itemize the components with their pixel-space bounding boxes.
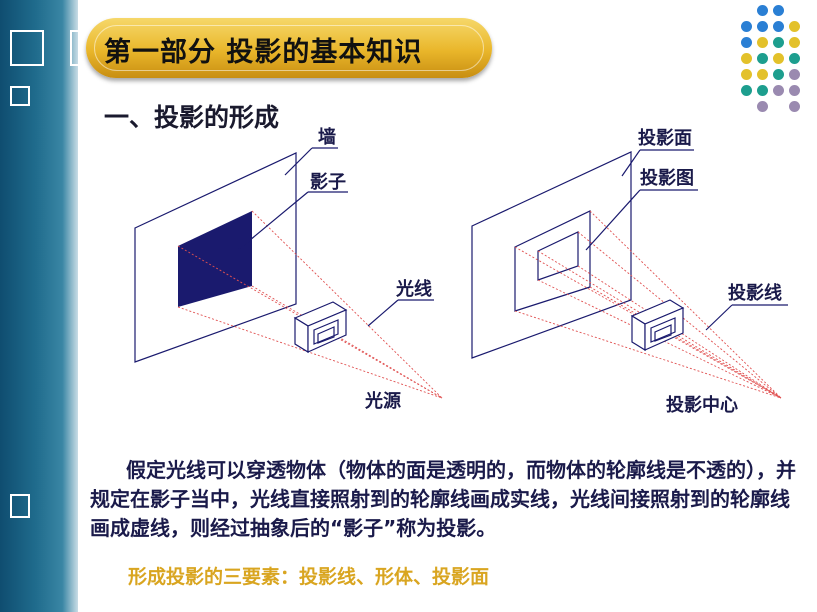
label-light-ray: 光线: [395, 278, 432, 300]
decor-dot: [773, 37, 784, 48]
left-sidebar: [0, 0, 82, 612]
title-banner: [86, 18, 492, 78]
decor-dot: [757, 21, 768, 32]
body-paragraph-text: 假定光线可以穿透物体（物体的面是透明的，而物体的轮廓线是不透的），并规定在影子当…: [90, 458, 796, 540]
projection-plane-diagram: 投影面 投影图 投影线 投影中心: [471, 127, 788, 416]
outer-outline: [514, 210, 591, 312]
sidebar-square-top: [10, 30, 44, 66]
pointer-light-ray: [367, 299, 399, 327]
decor-dot: [757, 101, 768, 112]
decor-dot: [789, 37, 800, 48]
label-light-source: 光源: [364, 390, 401, 412]
shadow-rectangle: [178, 211, 252, 307]
shadow-diagram: 墙 影子 光线 光源: [134, 126, 443, 412]
sidebar-square-small: [10, 86, 30, 106]
pointer-wall: [284, 147, 313, 176]
decor-dot: [757, 37, 768, 48]
body-paragraph: 假定光线可以穿透物体（物体的面是透明的，而物体的轮廓线是不透的），并规定在影子当…: [90, 456, 800, 543]
dot-grid-decoration: [741, 5, 811, 123]
decor-dot: [773, 5, 784, 16]
decor-dot: [773, 53, 784, 64]
decor-dot: [741, 69, 752, 80]
label-wall: 墙: [318, 126, 336, 148]
pointer-projection-plane: [621, 149, 641, 177]
pointer-projection-line: [705, 304, 733, 331]
pointer-projection-figure: [585, 189, 641, 251]
decor-dot: [789, 21, 800, 32]
title-banner-inner: [94, 25, 484, 71]
decor-dot: [757, 69, 768, 80]
label-projection-center: 投影中心: [666, 394, 738, 416]
label-projection-line: 投影线: [728, 282, 782, 304]
label-projection-plane: 投影面: [638, 127, 692, 149]
section-heading: 一、投影的形成: [104, 103, 280, 132]
decor-dot: [741, 53, 752, 64]
decor-dot: [789, 53, 800, 64]
sidebar-square-bottom: [10, 494, 30, 518]
decor-dot: [773, 21, 784, 32]
decor-dot: [773, 85, 784, 96]
decor-dot: [789, 69, 800, 80]
inner-outline: [537, 231, 579, 281]
object-box-left: [293, 301, 348, 354]
decor-dot: [757, 5, 768, 16]
decor-dot: [757, 53, 768, 64]
label-shadow: 影子: [310, 172, 346, 193]
projection-plane: [471, 151, 632, 359]
pointer-shadow: [237, 191, 309, 251]
decor-dot: [773, 69, 784, 80]
object-box-right: [630, 299, 685, 352]
label-projection-figure: 投影图: [640, 167, 694, 189]
decor-dot: [789, 101, 800, 112]
projection-lines-right: [514, 210, 782, 399]
decor-dot: [741, 85, 752, 96]
three-elements-line: 形成投影的三要素：投影线、形体、投影面: [128, 566, 490, 588]
decor-dot: [789, 85, 800, 96]
decor-dot: [741, 21, 752, 32]
decor-dot: [741, 37, 752, 48]
page-title: 第一部分 投影的基本知识: [104, 37, 423, 68]
sidebar-square-top-right: [70, 30, 82, 66]
wall-plane: [134, 152, 297, 363]
decor-dot: [757, 85, 768, 96]
